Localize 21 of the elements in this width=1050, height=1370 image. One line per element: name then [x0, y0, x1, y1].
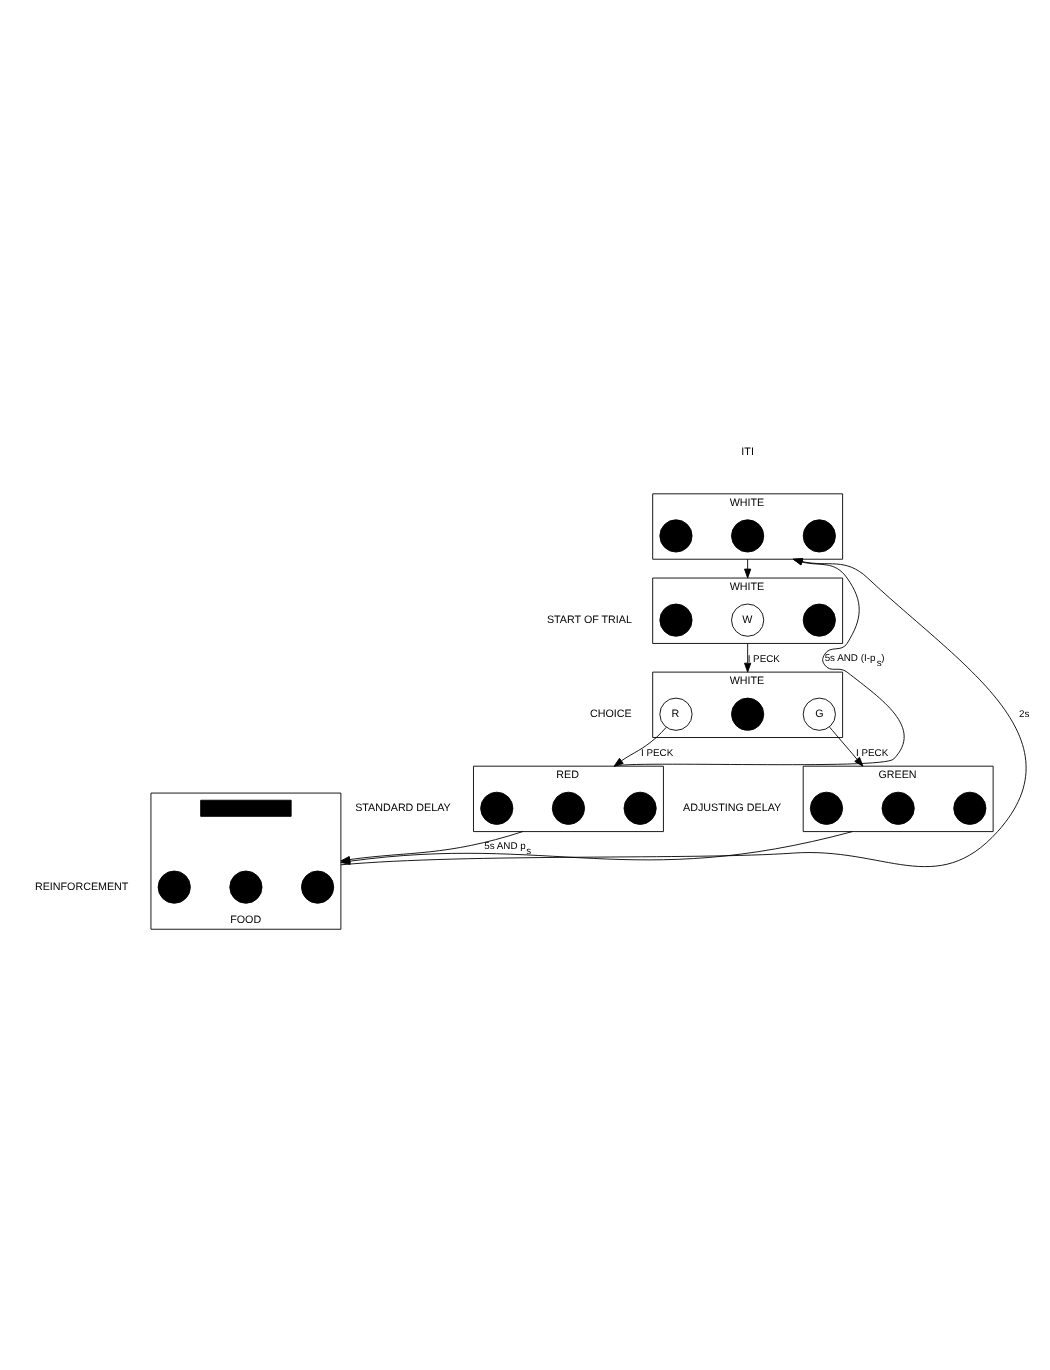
arrow [613, 557, 905, 766]
arrow [829, 725, 864, 766]
node-circle [659, 518, 693, 552]
node-circle [802, 602, 836, 636]
node-circle [551, 790, 586, 824]
node-circle [731, 518, 765, 552]
node-circle [659, 602, 693, 636]
node-circle [301, 869, 335, 903]
arrow [744, 557, 752, 578]
node-circle [953, 790, 987, 824]
node-circle [731, 696, 765, 730]
node-circle [229, 869, 263, 903]
node-circle [881, 790, 915, 824]
node-circle [802, 518, 836, 552]
arrow [613, 725, 667, 766]
node-circle [480, 790, 514, 824]
arrow [744, 642, 752, 672]
node-circle [809, 790, 844, 824]
node-bar [200, 798, 292, 816]
node-circle [623, 790, 657, 824]
node-circle [157, 869, 191, 903]
